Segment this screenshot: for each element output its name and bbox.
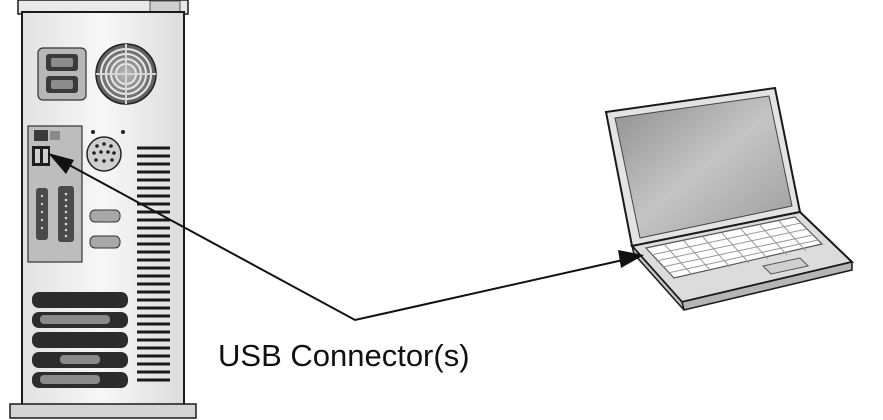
vent-slots (137, 146, 170, 382)
arrow-icon (48, 153, 644, 322)
io-panel (27, 125, 83, 263)
laptop-touchpad (761, 257, 810, 275)
connector-line (59, 159, 633, 322)
caption-label: USB Connector(s) (218, 338, 470, 373)
network-port (34, 130, 48, 141)
parallel-port (58, 186, 74, 242)
tower-base (9, 403, 197, 419)
serial-port-lower (89, 235, 121, 249)
desktop-tower-icon (9, 0, 197, 419)
laptop-keyboard (644, 216, 824, 279)
power-supply-panel (37, 47, 87, 101)
expansion-slots (32, 292, 128, 388)
serial-port-left (36, 188, 48, 240)
arrowhead-to-tower (48, 153, 74, 174)
laptop-screen (614, 95, 793, 239)
serial-port-upper (89, 209, 121, 223)
laptop-icon (604, 86, 855, 311)
fan-icon (95, 43, 157, 105)
arrowhead-to-laptop (618, 250, 644, 268)
ps2-port-icon (86, 130, 125, 172)
